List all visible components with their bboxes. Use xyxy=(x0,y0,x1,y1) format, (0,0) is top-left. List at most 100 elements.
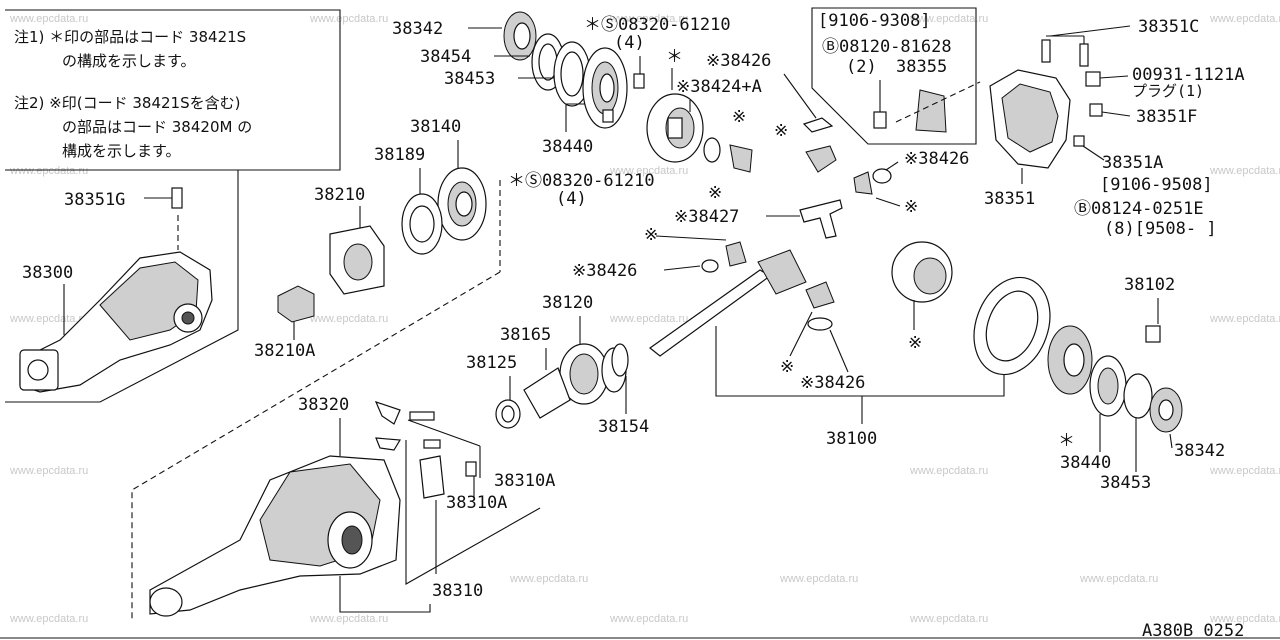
note2-line3: 構成を示します。 xyxy=(62,142,181,160)
washer-small xyxy=(703,137,721,163)
label-38102: 38102 xyxy=(1124,275,1175,295)
note2-line2: の部品はコード 38420M の xyxy=(62,118,252,136)
note2-line1: 注2) ※印(コード 38421Sを含む) xyxy=(14,94,240,112)
label-38351C: 38351C xyxy=(1138,17,1199,37)
label-38310: 38310 xyxy=(432,581,483,601)
label-38427: ※38427 xyxy=(674,207,739,227)
kome-6: ※ xyxy=(780,357,794,377)
svg-text:www.epcdata.ru: www.epcdata.ru xyxy=(609,165,688,177)
svg-text:www.epcdata.ru: www.epcdata.ru xyxy=(1209,165,1280,177)
label-38440-bot: 38440 xyxy=(1060,453,1111,473)
diff-case-38424: ※38424+A ※ ※ xyxy=(646,77,762,203)
label-38355: 38355 xyxy=(896,57,947,77)
svg-text:www.epcdata.ru: www.epcdata.ru xyxy=(9,465,88,477)
cap-38310A-1 xyxy=(374,401,401,425)
label-38189: 38189 xyxy=(374,145,425,165)
shim-38453-lower xyxy=(1123,373,1153,419)
svg-text:www.epcdata.ru: www.epcdata.ru xyxy=(9,613,88,625)
watermarks: www.epcdata.ru www.epcdata.ru www.epcdat… xyxy=(9,13,1280,625)
svg-text:www.epcdata.ru: www.epcdata.ru xyxy=(909,613,988,625)
label-38154: 38154 xyxy=(598,417,649,437)
svg-text:www.epcdata.ru: www.epcdata.ru xyxy=(1209,313,1280,325)
label-bracket-date: [9106-9308] xyxy=(818,11,931,31)
label-38426-a: ※38426 xyxy=(706,51,771,71)
asterisk-2: ＊ xyxy=(1058,431,1075,451)
dashed-boundary xyxy=(131,271,501,620)
kome-5: ※ xyxy=(644,225,658,245)
label-38424: ※38424+A xyxy=(676,77,762,97)
breather-38351G xyxy=(171,187,183,209)
label-00931: 00931-1121A xyxy=(1132,65,1245,85)
spacer-38165 xyxy=(523,367,571,419)
note1-line2: の構成を示します。 xyxy=(62,52,196,70)
label-38351F: 38351F xyxy=(1136,107,1197,127)
pinion-shaft-38427: ※38427 xyxy=(674,199,843,239)
pinion-gear-small xyxy=(729,144,753,173)
bolt-group-s2: ＊Ⓢ08320-61210 (4) xyxy=(508,171,655,209)
bracket-38355 xyxy=(915,89,947,133)
svg-text:www.epcdata.ru: www.epcdata.ru xyxy=(1209,465,1280,477)
label-38454: 38454 xyxy=(420,47,471,67)
svg-text:www.epcdata.ru: www.epcdata.ru xyxy=(1209,613,1280,625)
side-gear-group-upper: ※38426 ※ ※38426 ※ xyxy=(706,51,969,217)
label-38342-bot: 38342 xyxy=(1174,441,1225,461)
label-38140: 38140 xyxy=(410,117,461,137)
label-38120: 38120 xyxy=(542,293,593,313)
svg-text:www.epcdata.ru: www.epcdata.ru xyxy=(909,13,988,25)
svg-text:www.epcdata.ru: www.epcdata.ru xyxy=(909,465,988,477)
pinion-bearing-group: 38342 38454 38453 38440 xyxy=(392,11,628,157)
label-38100: 38100 xyxy=(826,429,877,449)
svg-text:www.epcdata.ru: www.epcdata.ru xyxy=(609,313,688,325)
label-38310A-2: 38310A xyxy=(446,493,507,513)
label-38351A: 38351A xyxy=(1102,153,1163,173)
label-38351: 38351 xyxy=(984,189,1035,209)
label-38440-top: 38440 xyxy=(542,137,593,157)
flange-group: 38140 38189 38210 38210A xyxy=(254,117,501,361)
label-38453-bot: 38453 xyxy=(1100,473,1151,493)
label-38310A-1: 38310A xyxy=(494,471,555,491)
label-38426-b: ※38426 xyxy=(904,149,969,169)
kome-4: ※ xyxy=(904,197,918,217)
label-bolt-s1-qty: (4) xyxy=(614,33,645,53)
label-bolt-b1: Ⓑ08120-81628 xyxy=(822,37,952,57)
svg-text:www.epcdata.ru: www.epcdata.ru xyxy=(1079,573,1158,585)
cap-38310A-2 xyxy=(419,455,445,499)
kome-7: ※ xyxy=(908,333,922,353)
bolt-08320-a xyxy=(633,73,645,89)
footer-code: A380B 0252 xyxy=(1142,621,1244,640)
kome-2: ※ xyxy=(708,183,722,203)
bolt-08120 xyxy=(873,111,887,129)
label-38210A: 38210A xyxy=(254,341,315,361)
svg-text:www.epcdata.ru: www.epcdata.ru xyxy=(9,165,88,177)
bolt-08320-b xyxy=(602,109,614,123)
label-38342-top: 38342 xyxy=(392,19,443,39)
rear-cover-38351: 38351 38351C 00931-1121A プラグ(1) 38351F 3… xyxy=(984,17,1245,239)
side-gear-upper xyxy=(805,145,837,173)
label-bolt-b2-qty: (8)[9508- ] xyxy=(1104,219,1217,239)
label-38426-d: ※38426 xyxy=(800,373,865,393)
label-date2: [9106-9508] xyxy=(1100,175,1213,195)
svg-text:www.epcdata.ru: www.epcdata.ru xyxy=(609,613,688,625)
pinion-gear-38100 xyxy=(757,249,807,295)
label-38351G: 38351G xyxy=(64,190,125,210)
note1-line1: 注1) ＊印の部品はコード 38421S xyxy=(14,28,246,46)
nut-38210A xyxy=(277,285,315,323)
label-38125: 38125 xyxy=(466,353,517,373)
inset-38300: 38351G 38300 xyxy=(5,170,239,403)
label-bolt-s1: ＊Ⓢ08320-61210 xyxy=(584,15,731,35)
svg-text:www.epcdata.ru: www.epcdata.ru xyxy=(779,573,858,585)
kome-3: ※ xyxy=(774,121,788,141)
drive-pinion-group: ※ ※38426 ※ ※38426 38100 xyxy=(572,225,1005,449)
label-asterisk: ＊ xyxy=(666,47,683,67)
svg-text:www.epcdata.ru: www.epcdata.ru xyxy=(9,13,88,25)
label-bolt-b2: Ⓑ08124-0251E xyxy=(1074,199,1204,219)
label-38210: 38210 xyxy=(314,185,365,205)
label-bolt-s2: ＊Ⓢ08320-61210 xyxy=(508,171,655,191)
kome-1: ※ xyxy=(732,107,746,127)
notes-box: 注1) ＊印の部品はコード 38421S の構成を示します。 注2) ※印(コー… xyxy=(5,9,341,171)
svg-text:www.epcdata.ru: www.epcdata.ru xyxy=(309,313,388,325)
label-38320: 38320 xyxy=(298,395,349,415)
svg-text:www.epcdata.ru: www.epcdata.ru xyxy=(1209,13,1280,25)
svg-text:www.epcdata.ru: www.epcdata.ru xyxy=(309,613,388,625)
